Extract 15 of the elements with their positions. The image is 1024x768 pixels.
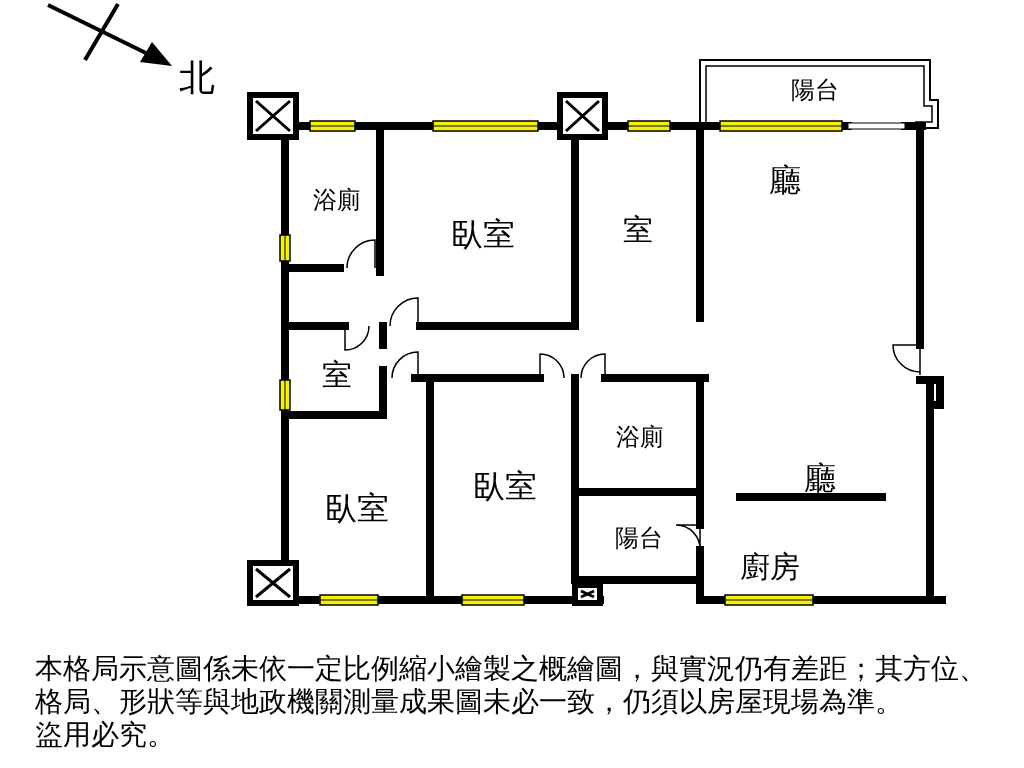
disclaimer-note: 盜用必究。: [35, 718, 176, 751]
room-label: 廳: [769, 164, 801, 196]
disclaimer-note: 本格局示意圖係未依一定比例縮小繪製之概繪圖，與實況仍有差距；其方位、格局、形狀等與地政機關測量成果圖未必一致，仍須以房屋現場為準。: [35, 652, 988, 718]
room-label: 廳: [804, 462, 836, 494]
room-label: 臥室: [473, 470, 537, 502]
room-label: 臥室: [325, 492, 389, 524]
room-label: 廚房: [740, 552, 800, 582]
room-label: 浴廁: [313, 188, 361, 212]
room-label: 陽台: [615, 526, 663, 550]
compass-label: 北: [179, 60, 215, 96]
room-label: 浴廁: [616, 425, 664, 449]
room-label: 室: [623, 215, 653, 245]
room-label: 陽台: [791, 78, 839, 102]
room-label: 臥室: [451, 218, 515, 250]
room-label: 室: [322, 360, 352, 390]
